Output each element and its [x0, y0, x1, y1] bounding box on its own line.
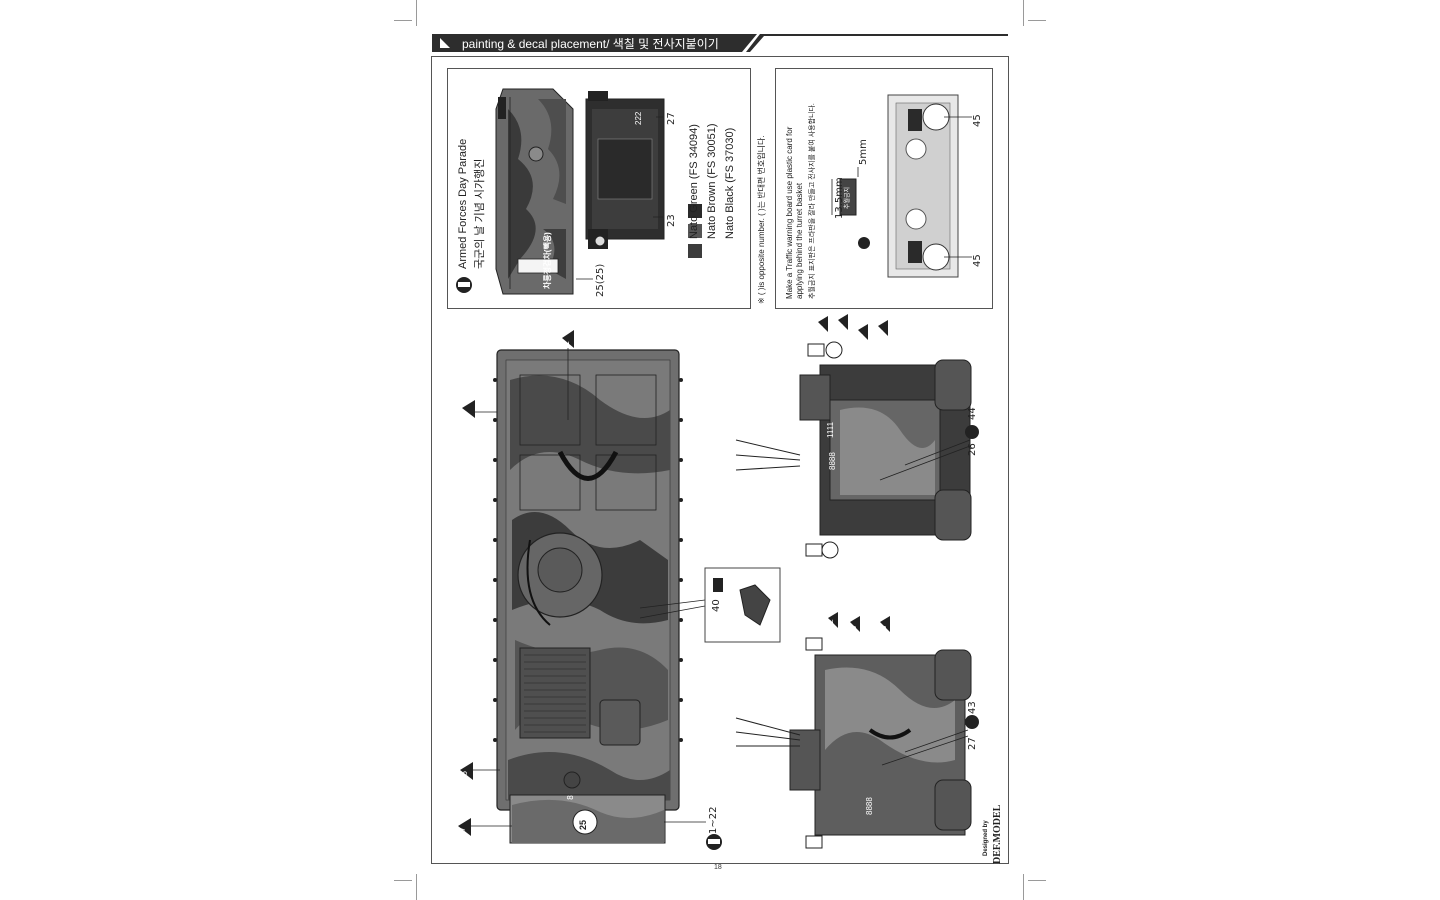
crop-mark-top-left-h [394, 20, 412, 21]
color-nato-black: Nato Black (FS 37030) [724, 127, 736, 239]
warning-instruction-ko: 추월금지 표지판은 프라판을 잘라 만들고 전사지를 붙여 사용합니다. [809, 103, 816, 299]
callout-1: 1 [562, 340, 571, 346]
front-callout-8: 8 [880, 625, 888, 630]
callout-1-22: 1~22 [708, 806, 719, 834]
rear-callout-4: 4 [837, 323, 845, 328]
callout-27-front: 27 [967, 737, 978, 750]
crop-mark-bottom-right-h [1028, 880, 1046, 881]
callout-6: 6 [460, 770, 469, 776]
callout-9: 9 [461, 410, 470, 416]
rear-callout-3b: 3 [857, 333, 865, 338]
brand-logo: DEF.MODEL [992, 804, 1003, 864]
warning-instruction-en-1: Make a Traffic warning board use plastic… [785, 126, 794, 299]
callout-45-bottom: 45 [972, 254, 983, 267]
page-number: 18 [714, 864, 722, 871]
crop-mark-top-left [416, 0, 417, 26]
rear-callout-3a: 3 [817, 325, 825, 330]
instruction-frame [431, 56, 1009, 864]
rear-callout-3c: 3 [877, 329, 885, 334]
parade-vehicle-name-decal: 차룡정검차(빽용) [543, 232, 552, 289]
swatch-nato-brown [688, 224, 702, 238]
crop-mark-bottom-left-h [394, 880, 412, 881]
parade-decal-panel: Armed Forces Day Parade 국군의 날 기념 시가행진 차룡… [447, 68, 751, 309]
callout-7: 7 [458, 826, 467, 832]
dim-height: 5mm [858, 139, 869, 165]
crop-mark-bottom-right [1023, 874, 1024, 900]
callout-23: 23 [666, 214, 677, 227]
callout-43: 43 [967, 701, 978, 714]
callout-8: 8 [566, 794, 575, 800]
callout-40: 40 [711, 599, 722, 612]
rear-plate-1111: 1111 [826, 421, 835, 438]
swatch-nato-green [688, 244, 702, 258]
decal-icon-b [858, 237, 870, 249]
parade-title-ko: 국군의 날 기념 시가행진 [474, 158, 486, 269]
warning-instruction-en-2: applying behind the turret basket [795, 182, 804, 299]
callout-26: 26 [967, 443, 978, 456]
swatch-nato-black [688, 204, 702, 218]
crop-mark-top-right-h [1028, 20, 1046, 21]
header-banner-shape [432, 34, 1008, 52]
warning-board-panel: Make a Traffic warning board use plastic… [775, 68, 993, 309]
color-nato-brown: Nato Brown (FS 30051) [706, 123, 718, 239]
parade-title-en: Armed Forces Day Parade [457, 138, 469, 269]
color-nato-green: Nato Green (FS 34094) [688, 124, 700, 239]
front-callout-12: 12 [827, 619, 835, 628]
header-title: painting & decal placement/ 색칠 및 전사지붙이기 [462, 37, 719, 51]
turret-basket-drawing [831, 94, 972, 278]
front-number-plate: 8888 [865, 797, 874, 815]
callout-44: 44 [967, 407, 978, 420]
callout-25: 25(25) [595, 263, 606, 297]
hull-emblem: 25 [578, 819, 588, 830]
rear-number-plate: 8888 [828, 452, 837, 470]
warning-board-label: 추월금지 [845, 186, 851, 209]
crop-mark-top-right [1023, 0, 1024, 26]
parade-vehicle-side-drawing [456, 88, 702, 295]
hull-number-222: 222 [634, 111, 643, 125]
crop-mark-bottom-left [416, 874, 417, 900]
callout-45-top: 45 [972, 114, 983, 127]
front-callout-3: 3 [850, 625, 858, 630]
callout-27: 27 [666, 112, 677, 125]
designed-by-label: Designed by [983, 820, 989, 856]
opposite-number-footnote: ※ ( )is opposite number. ( )는 반대편 번호입니다. [757, 135, 766, 304]
section-header: painting & decal placement/ 색칠 및 전사지붙이기 [432, 34, 1008, 52]
